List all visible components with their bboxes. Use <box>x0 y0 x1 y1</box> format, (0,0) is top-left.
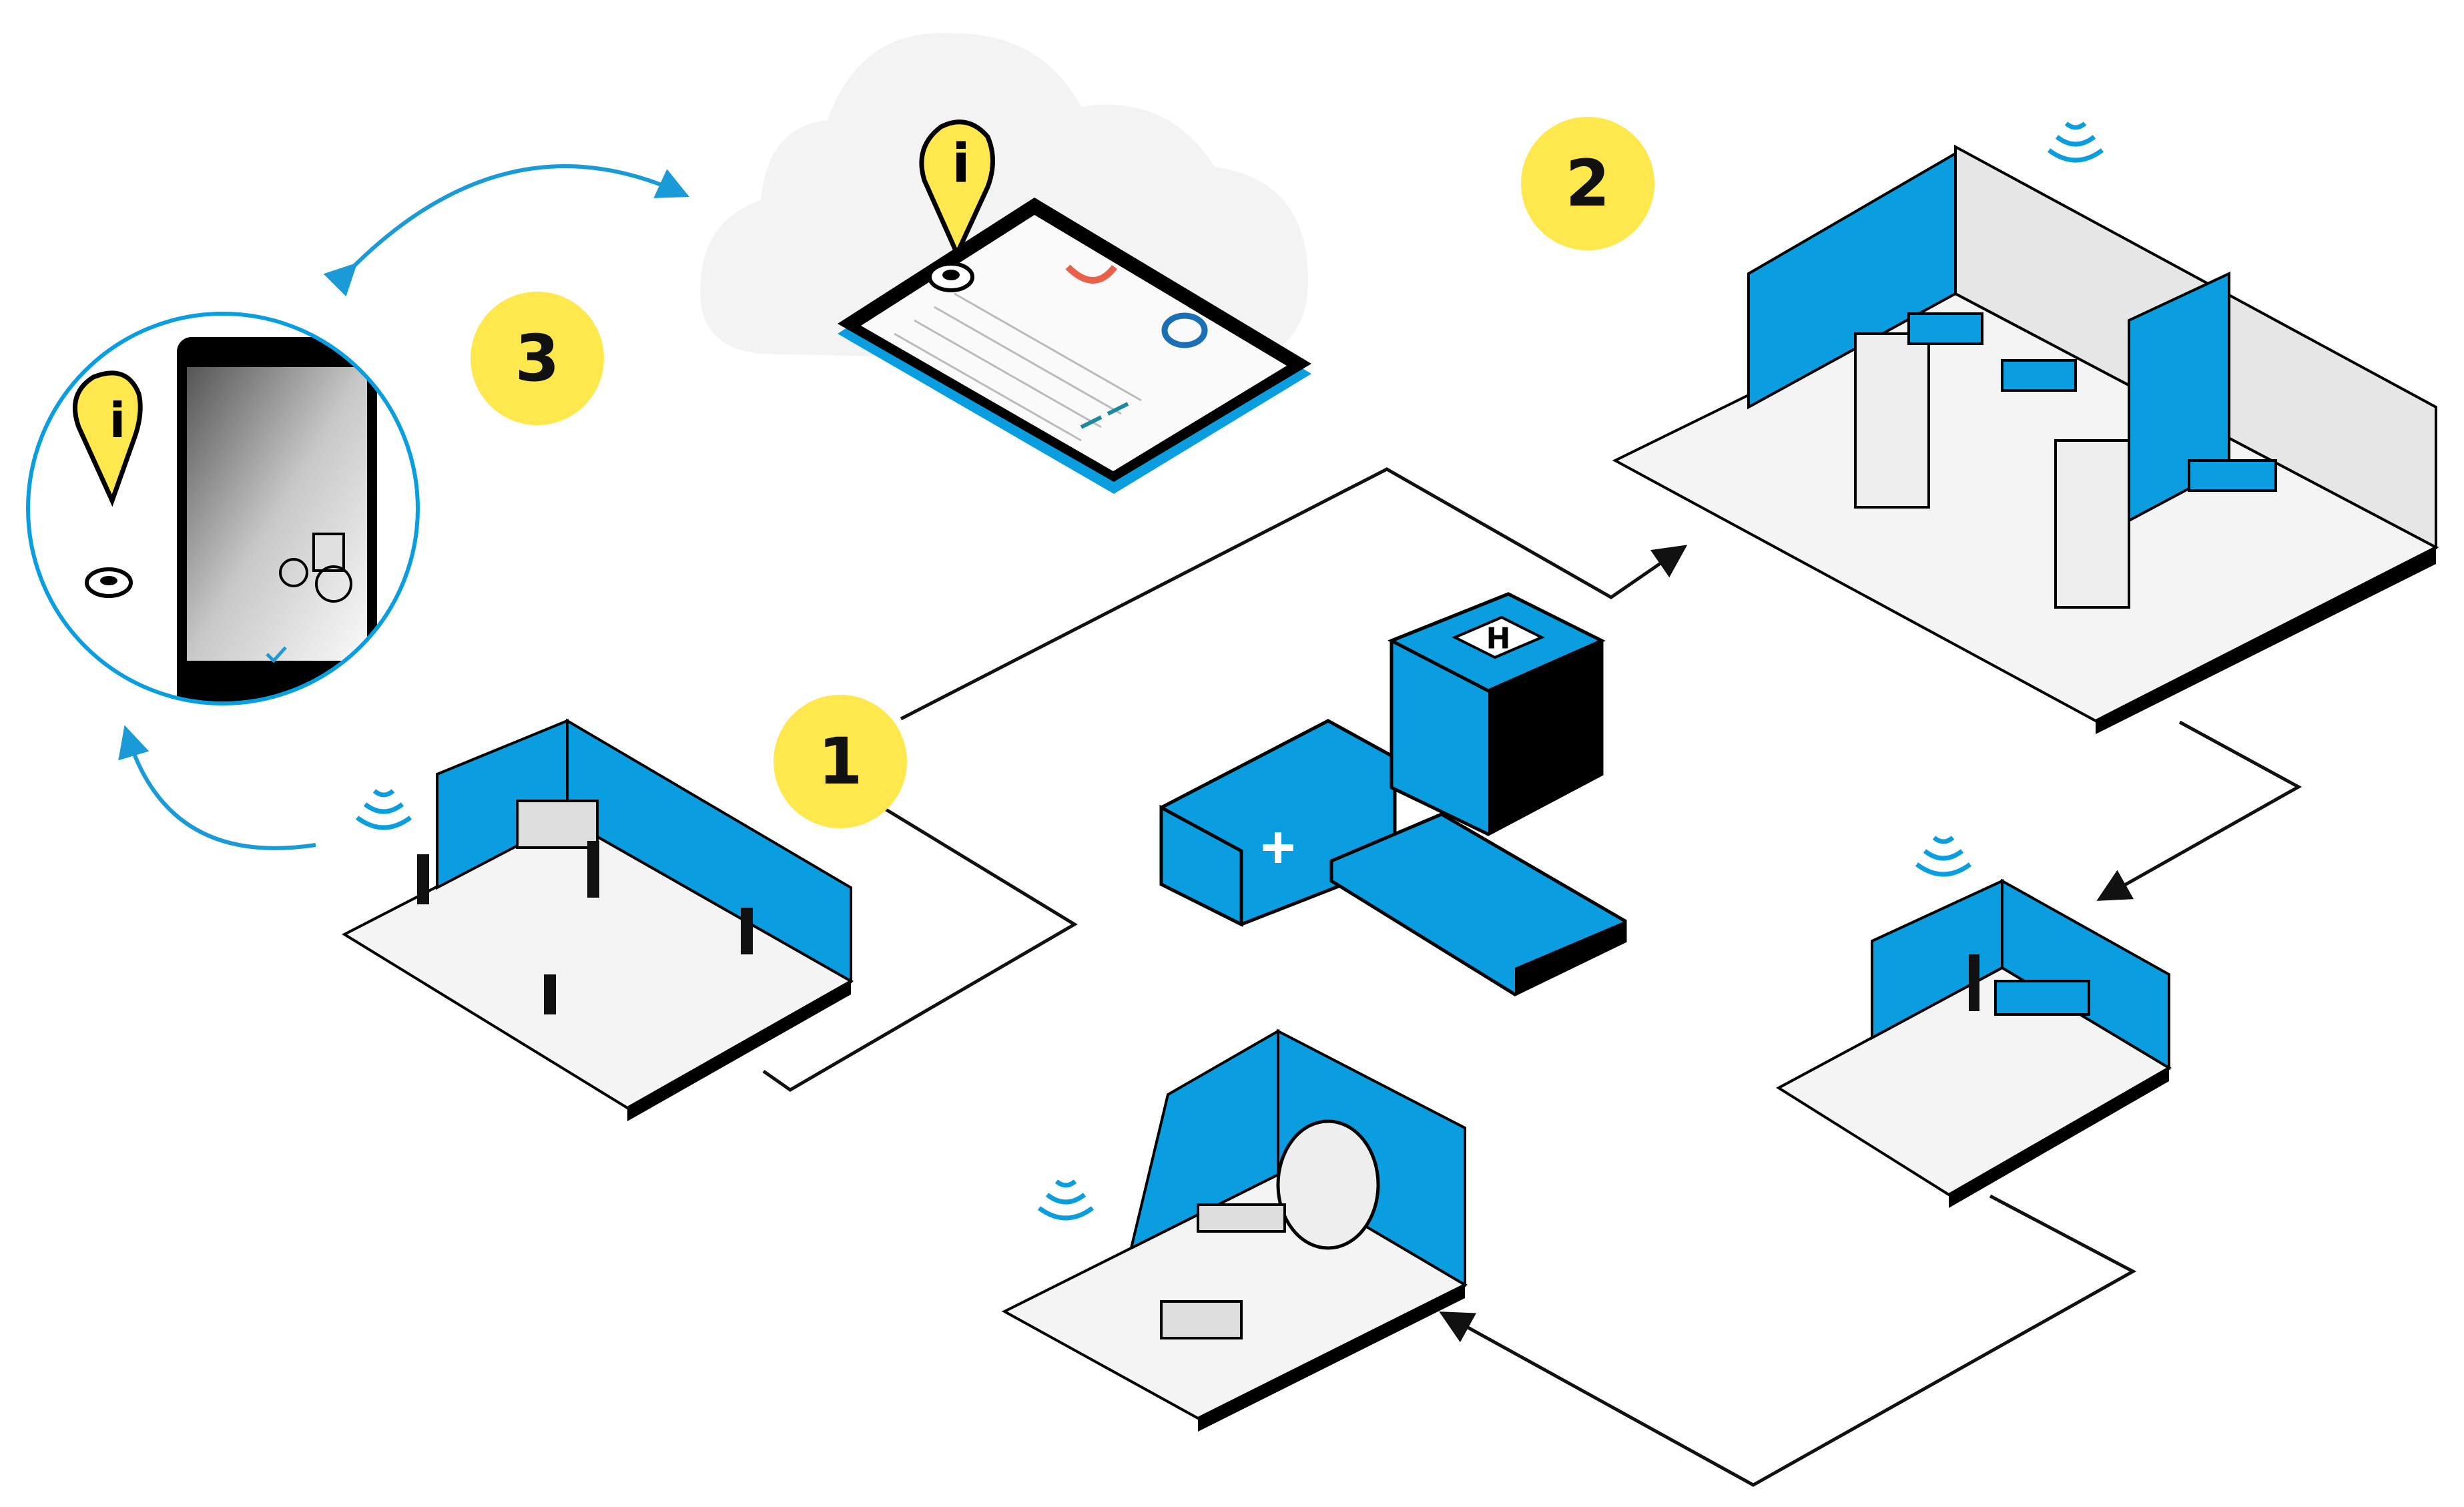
helipad-letter: H <box>1486 622 1511 656</box>
wifi-signal-icon <box>357 791 410 828</box>
wifi-signal-icon <box>2049 123 2102 160</box>
flow-line-reception-return <box>762 807 1078 1092</box>
imaging-room <box>1001 1028 1468 1432</box>
step-number: 1 <box>818 724 863 799</box>
flow-line-ward-to-room <box>2096 720 2302 901</box>
sync-arrow-reception-phone <box>118 725 316 850</box>
phone-screen <box>187 367 367 661</box>
mri-scanner <box>1276 1119 1380 1250</box>
flow-line-room-to-imaging <box>1439 1194 2137 1487</box>
info-glyph: i <box>109 392 126 448</box>
step-number: 3 <box>515 321 560 396</box>
ward-floor <box>1612 123 2439 734</box>
helipad <box>1452 615 1545 659</box>
sync-arrow-cloud-phone <box>323 164 689 297</box>
dashboard-gauge-red <box>1065 264 1117 284</box>
step-badge-2: 2 <box>1521 117 1654 250</box>
hospital-building: + H <box>1159 592 1627 996</box>
wifi-signal-icon <box>1039 1181 1093 1218</box>
wheelchair-icon <box>279 533 352 603</box>
step-badge-1: 1 <box>774 695 907 828</box>
location-pin-phone: i <box>72 370 143 598</box>
checkmark-icon[interactable] <box>266 646 287 663</box>
wifi-signal-icon <box>1917 838 1970 874</box>
sync-arrows <box>118 164 689 850</box>
flow-lines <box>762 467 2302 1487</box>
cloud-dashboard: i <box>700 33 1311 494</box>
step-badge-3: 3 <box>471 292 604 425</box>
flow-line-1-to-ward <box>900 467 1688 721</box>
info-glyph: i <box>952 133 970 195</box>
mobile-notification: i <box>26 312 420 705</box>
step-number: 2 <box>1566 146 1610 221</box>
medical-cross-icon: + <box>1261 814 1296 881</box>
patient-room <box>1776 838 2172 1208</box>
location-pin-cloud: i <box>919 119 995 292</box>
reception-room <box>341 718 854 1121</box>
dashboard-donut-blue <box>1161 312 1208 348</box>
